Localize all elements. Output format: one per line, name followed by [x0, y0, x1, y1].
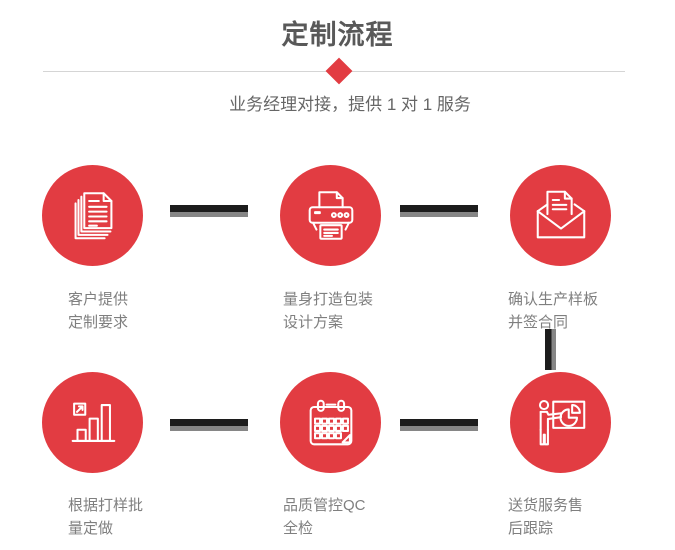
bar-chart-growth-icon — [71, 402, 115, 442]
presentation-pie-icon — [538, 399, 585, 445]
step-circle-4 — [42, 372, 143, 473]
step-label-3: 确认生产样板并签合同 — [508, 291, 599, 331]
step-circle-1 — [42, 165, 143, 266]
step-label-1: 客户提供定制要求 — [68, 291, 129, 331]
step-label-2: 量身打造包装设计方案 — [283, 291, 374, 331]
step-circle-2 — [280, 165, 381, 266]
step-label-4: 根据打样批量定做 — [68, 497, 144, 537]
step-label-6: 送货服务售后跟踪 — [508, 497, 584, 537]
envelope-letter-icon — [536, 190, 585, 238]
step-circle-5 — [280, 372, 381, 473]
connector-line — [400, 205, 478, 217]
connector-line-vertical — [545, 329, 556, 370]
page-subtitle: 业务经理对接，提供 1 对 1 服务 — [229, 95, 471, 114]
connector-line — [400, 419, 478, 431]
calendar-icon — [309, 399, 352, 445]
red-diamond-icon — [325, 57, 353, 85]
printer-icon — [308, 190, 353, 240]
documents-stack-icon — [74, 191, 112, 239]
connector-line — [170, 419, 248, 431]
step-circle-3 — [510, 165, 611, 266]
step-circle-6 — [510, 372, 611, 473]
connector-line — [170, 205, 248, 217]
page-title: 定制流程 — [281, 20, 394, 50]
